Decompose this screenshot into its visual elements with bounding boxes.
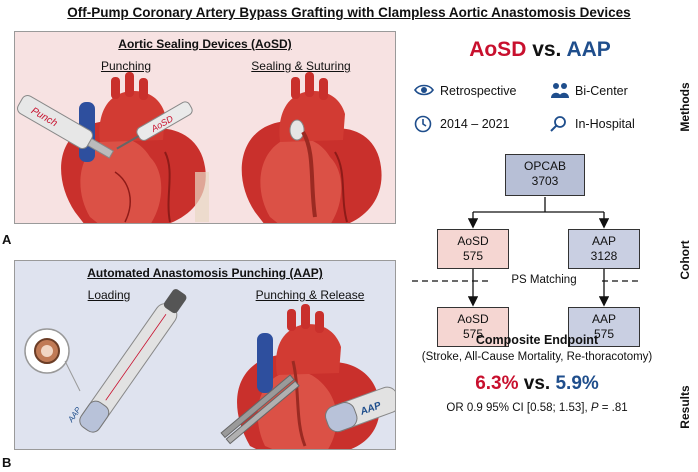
clock-icon [414, 115, 432, 133]
panel-a-right-caption: Sealing & Suturing [251, 59, 351, 73]
cohort-box-aosd-pre: AoSD 575 [437, 229, 509, 269]
results-odds-ratio: OR 0.9 95% CI [0.58; 1.53], P = .81 [412, 402, 662, 414]
results-p-value: = .81 [598, 402, 628, 414]
panel-b-title: Automated Anastomosis Punching (AAP) [87, 266, 323, 280]
figure-title: Off-Pump Coronary Artery Bypass Grafting… [67, 5, 631, 20]
method-text: 2014 – 2021 [440, 117, 510, 131]
results-side-label: Results [678, 385, 692, 429]
results-vs: vs. [523, 373, 551, 394]
cohort-box-n: 575 [462, 327, 484, 341]
results-aosd-pct: 6.3% [475, 373, 519, 394]
comparison-aap: AAP [566, 38, 611, 61]
cohort-box-name: AAP [591, 312, 616, 326]
results-title: Composite Endpoint [475, 333, 599, 347]
heart-illustration-right [241, 72, 382, 223]
cohort-box-n: 3128 [590, 249, 618, 263]
cohort-box-name: AoSD [457, 234, 489, 248]
aap-device-right: AAP [325, 386, 395, 433]
cohort-box-name: AoSD [457, 312, 489, 326]
people-icon [551, 83, 569, 98]
comparison-aosd: AoSD [469, 38, 527, 61]
panel-a-left-caption: Punching [100, 59, 152, 73]
forceps [220, 374, 300, 445]
results-aap-pct: 5.9% [555, 373, 599, 394]
panel-a-illustration: Punch AoSD [17, 72, 382, 223]
results-p-label: P [590, 402, 599, 414]
cohort-box-n: 575 [593, 327, 615, 341]
cohort-side-label: Cohort [678, 240, 692, 280]
results-subtitle: (Stroke, All-Cause Mortality, Re-thoraco… [421, 351, 653, 363]
cohort-box-name: AAP [591, 234, 616, 248]
magnifier-icon [550, 116, 566, 132]
cohort-box-aap-post: AAP 575 [568, 307, 640, 347]
methods-side-label: Methods [678, 82, 692, 132]
cohort-box-n: 575 [462, 249, 484, 263]
cohort-box-aap-pre: AAP 3128 [568, 229, 640, 269]
panel-a-title: Aortic Sealing Devices (AoSD) [118, 37, 292, 51]
cohort-box-aosd-post: AoSD 575 [437, 307, 509, 347]
panel-b-right-caption: Punching & Release [255, 288, 365, 302]
comparison-heading: AoSD vs. AAP [420, 38, 660, 62]
punch-device: Punch [17, 95, 114, 159]
ps-matching-label: PS Matching [488, 274, 600, 286]
panel-b: AAP AAP Automated Anastomosis Punching (… [14, 260, 396, 450]
heart-illustration-aap [237, 304, 380, 449]
panel-a: Punch AoSD Aortic Sealing Devices (AoSD)… [14, 31, 396, 224]
comparison-vs: vs. [532, 38, 562, 61]
aap-loading-device: AAP [24, 289, 187, 433]
cohort-box-n: 3703 [531, 174, 559, 188]
panel-b-illustration: AAP AAP [24, 289, 395, 449]
panel-a-label: A [2, 232, 12, 247]
method-text: Bi-Center [575, 84, 628, 98]
results-or-text: OR 0.9 95% CI [0.58; 1.53], [446, 402, 591, 414]
panel-b-label: B [2, 455, 12, 470]
eye-icon [414, 84, 434, 96]
cohort-box-opcab: OPCAB 3703 [505, 154, 585, 196]
results-percentages: 6.3% vs. 5.9% [412, 373, 662, 395]
cohort-box-name: OPCAB [523, 159, 566, 173]
panel-b-left-caption: Loading [87, 288, 131, 302]
method-text: In-Hospital [575, 117, 635, 131]
method-text: Retrospective [440, 84, 517, 98]
